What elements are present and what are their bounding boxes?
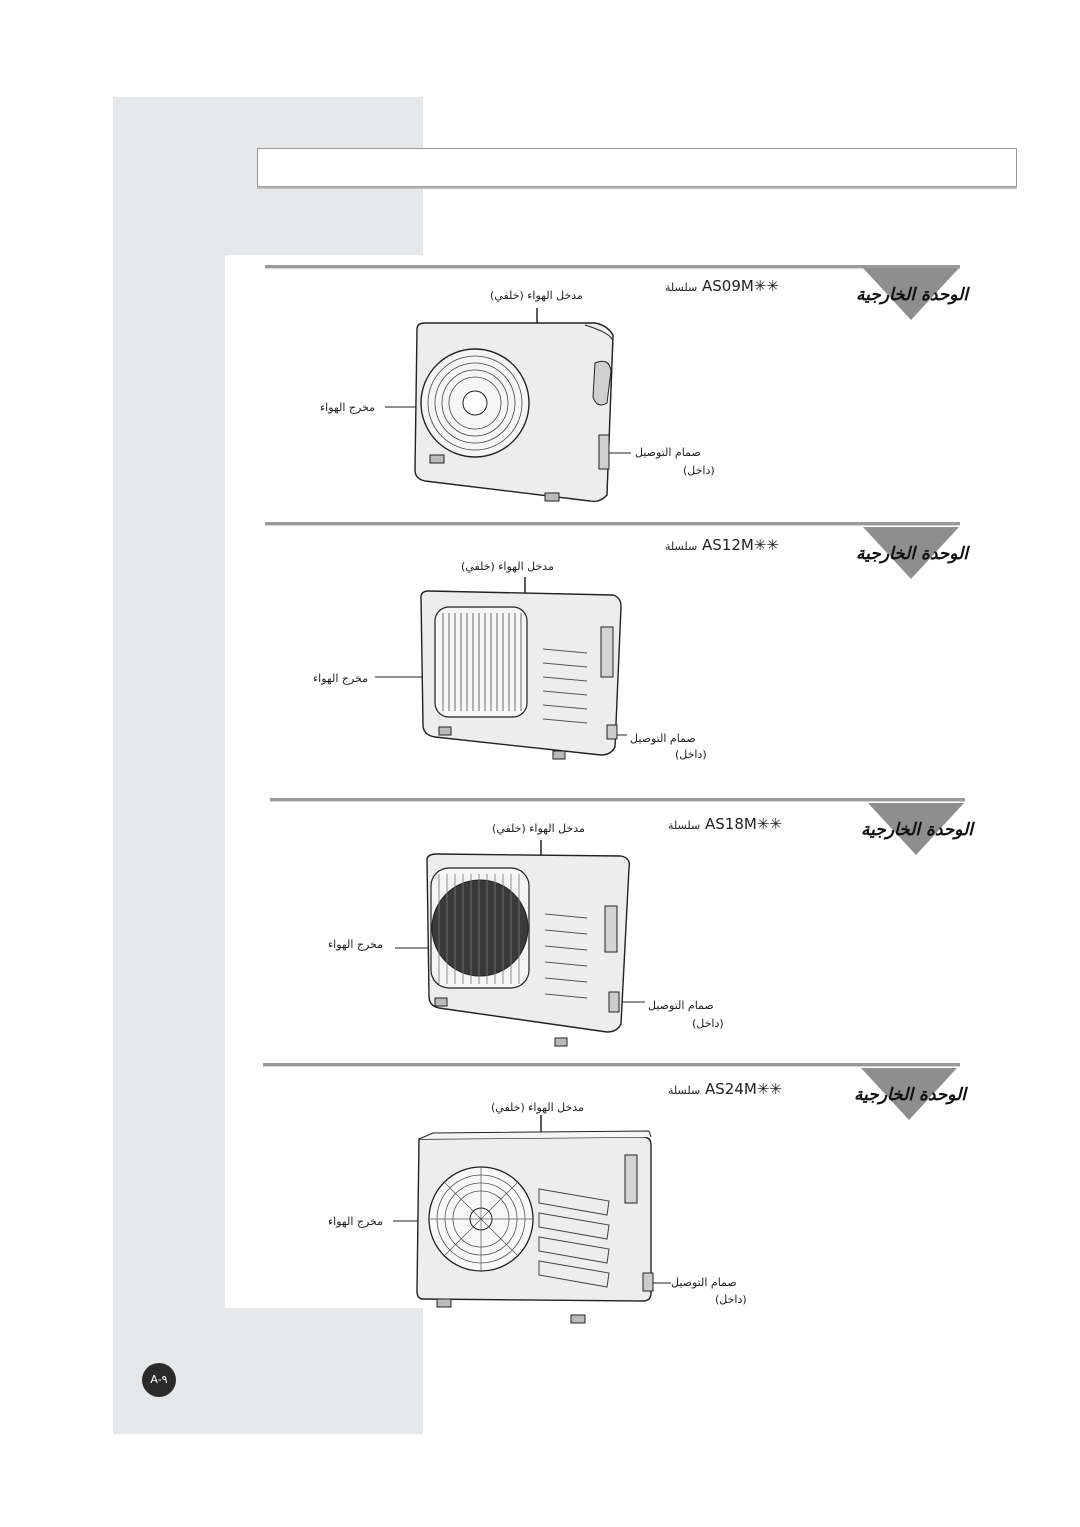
model-series: سلسلة AS12M✳✳ [665, 536, 779, 554]
series-word: سلسلة [668, 1084, 701, 1097]
section-heading: الوحدة الخارجية [861, 820, 973, 840]
heading-triangle [863, 268, 959, 320]
section-heading: الوحدة الخارجية [854, 1085, 966, 1105]
valve-label: صمام التوصيل [635, 446, 701, 459]
section-as12m: الوحدة الخارجية سلسلة AS12M✳✳ مدخل الهوا… [265, 522, 968, 772]
model-code: AS09M✳✳ [702, 277, 779, 295]
heading-triangle [861, 1068, 957, 1120]
air-intake-label: مدخل الهواء (خلفي) [490, 289, 583, 302]
outdoor-unit-illustration [393, 1115, 671, 1324]
air-outlet-label: مخرج الهواء [328, 1215, 384, 1228]
section-heading: الوحدة الخارجية [856, 544, 968, 564]
section-rule [265, 265, 960, 269]
valve-sub-label: (داخل) [692, 1017, 724, 1030]
series-word: سلسلة [668, 819, 701, 832]
valve-label: صمام التوصيل [671, 1276, 737, 1289]
air-outlet-label: مخرج الهواء [320, 401, 376, 414]
section-rule [270, 798, 965, 802]
title-box [257, 148, 1017, 189]
section-as09m: الوحدة الخارجية سلسلة AS09M✳✳ مدخل الهوا… [265, 265, 968, 515]
valve-sub-label: (داخل) [715, 1293, 747, 1306]
section-as24m: الوحدة الخارجية سلسلة AS24M✳✳ مدخل الهوا… [263, 1063, 966, 1333]
background-band-left [113, 255, 225, 1310]
model-code: AS24M✳✳ [705, 1080, 782, 1098]
series-word: سلسلة [665, 540, 698, 553]
section-as18m: الوحدة الخارجية سلسلة AS18M✳✳ مدخل الهوا… [270, 798, 973, 1058]
section-rule [265, 522, 960, 526]
valve-sub-label: (داخل) [675, 748, 707, 761]
valve-label: صمام التوصيل [630, 732, 696, 745]
outdoor-unit-illustration [375, 577, 627, 760]
section-rule [263, 1063, 960, 1067]
outdoor-unit-illustration [395, 840, 645, 1047]
model-series: سلسلة AS24M✳✳ [668, 1080, 782, 1098]
model-series: سلسلة AS09M✳✳ [665, 277, 779, 295]
section-heading: الوحدة الخارجية [856, 285, 968, 305]
air-outlet-label: مخرج الهواء [328, 938, 384, 951]
model-code: AS18M✳✳ [705, 815, 782, 833]
air-intake-label: مدخل الهواء (خلفي) [491, 1101, 584, 1114]
valve-sub-label: (داخل) [683, 464, 715, 477]
valve-label: صمام التوصيل [648, 999, 714, 1012]
air-outlet-label: مخرج الهواء [313, 672, 369, 685]
air-intake-label: مدخل الهواء (خلفي) [492, 822, 585, 835]
series-word: سلسلة [665, 281, 698, 294]
heading-triangle [863, 527, 959, 579]
outdoor-unit-illustration [385, 308, 631, 503]
page-number-badge: A-٩ [142, 1363, 176, 1397]
heading-triangle [868, 803, 964, 855]
model-code: AS12M✳✳ [702, 536, 779, 554]
air-intake-label: مدخل الهواء (خلفي) [461, 560, 554, 573]
model-series: سلسلة AS18M✳✳ [668, 815, 782, 833]
